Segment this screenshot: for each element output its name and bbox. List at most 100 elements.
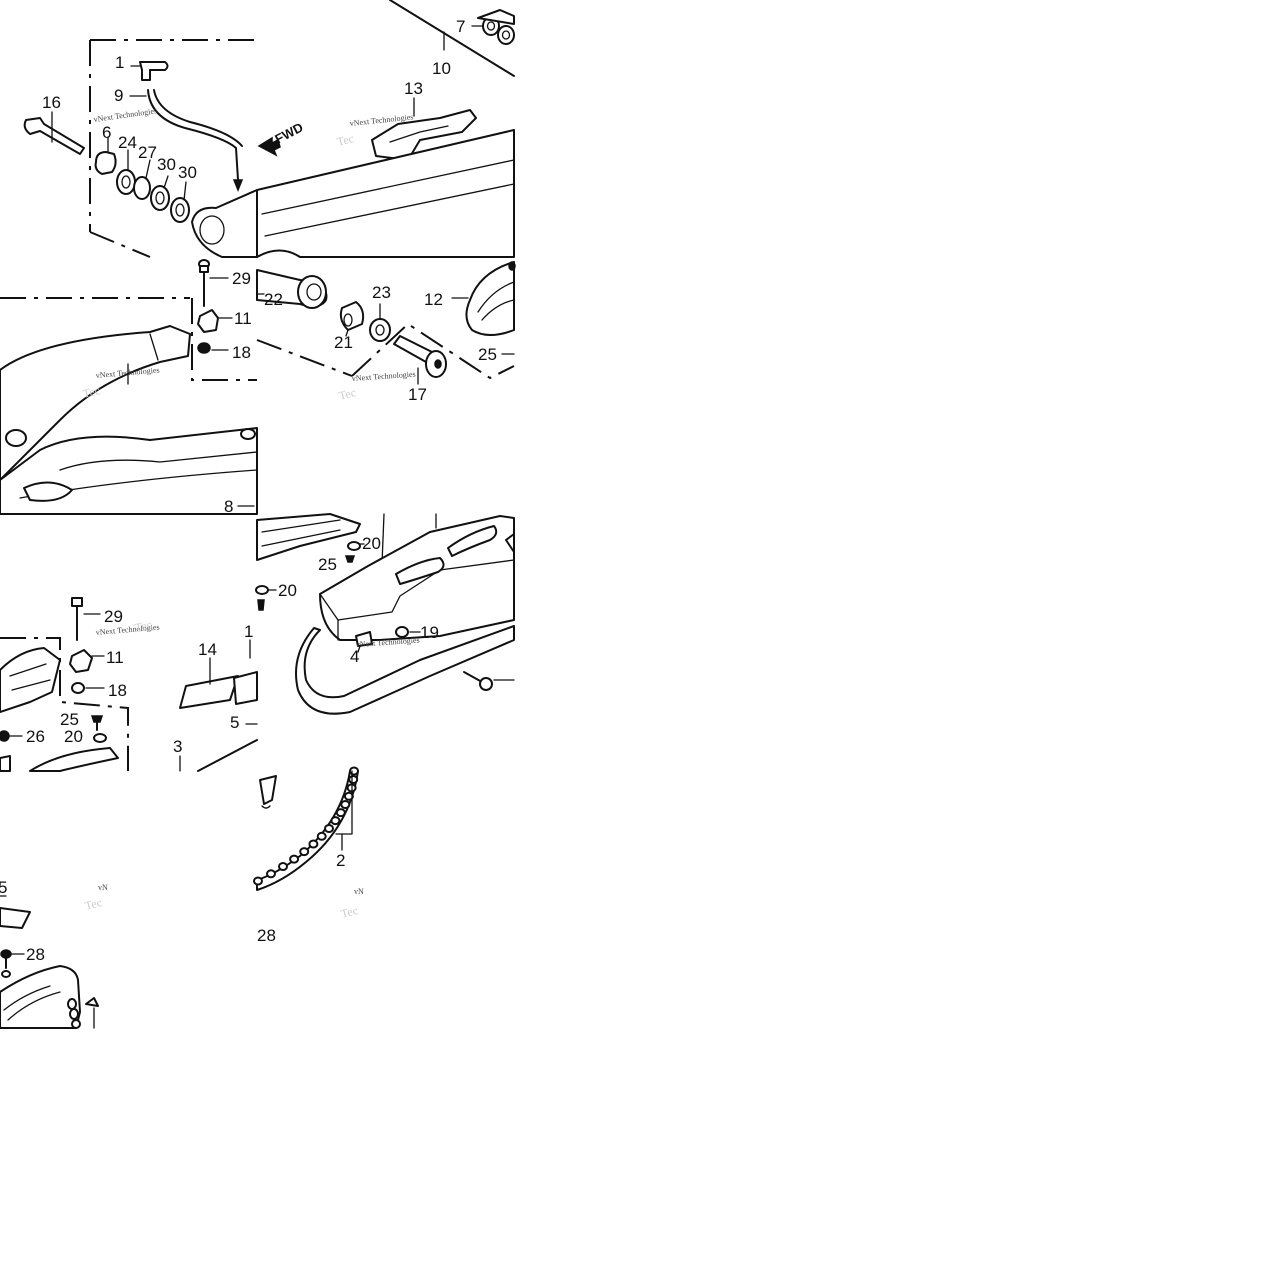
- screw: [344, 555, 356, 563]
- pivot-sleeve-bore: [306, 283, 322, 301]
- slider-detail: [389, 125, 449, 143]
- case-slot: [7, 991, 61, 1021]
- chain-case-slot: [477, 281, 515, 313]
- callout-25: 25: [478, 345, 497, 364]
- callout-5: 5: [230, 713, 239, 732]
- slider-detail: [261, 519, 341, 533]
- case-tab: [505, 533, 515, 553]
- callout-10: 10: [432, 59, 451, 78]
- callout-21: 21: [334, 333, 353, 352]
- chain-guide-edge: [197, 739, 258, 772]
- chain-link: [330, 816, 341, 826]
- callout-11: 11: [234, 309, 252, 328]
- bracket: [0, 755, 11, 772]
- chain-case-rear: [0, 965, 81, 1029]
- callout-6: 6: [102, 123, 111, 142]
- callout-16: 16: [42, 93, 61, 112]
- collar-bore: [375, 324, 385, 336]
- case-slot: [447, 525, 498, 557]
- bolt-head: [71, 597, 83, 607]
- chain-link: [340, 800, 351, 809]
- collar: [369, 318, 391, 342]
- watermark-partial: vN: [354, 887, 364, 896]
- leader-line: [163, 175, 169, 189]
- chain-link: [278, 862, 288, 871]
- chain-link: [308, 839, 319, 849]
- screw: [508, 261, 516, 271]
- chain-guard-edge: [29, 747, 119, 772]
- bearing-bore: [175, 203, 185, 217]
- callout-30: 30: [178, 163, 197, 182]
- chain-links: [67, 998, 81, 1029]
- callout-2: 2: [336, 851, 345, 870]
- fwd-label: FWD: [272, 120, 305, 147]
- chain-link: [348, 775, 359, 784]
- nut-hole: [501, 30, 511, 40]
- callout-8: 8: [224, 497, 233, 516]
- chain-case-slot: [481, 299, 515, 321]
- callout-9: 9: [114, 86, 123, 105]
- tile-swingarm-left: vNext Technologies Tec 29 11 18 8: [0, 259, 258, 516]
- adjuster-clamp: [69, 649, 93, 673]
- pivot-sleeve-end: [297, 275, 327, 309]
- bracket: [259, 775, 277, 805]
- watermark-ghost: Tec: [133, 617, 153, 635]
- swingarm-end: [0, 647, 61, 713]
- watermark: vNext Technologies: [352, 370, 416, 383]
- case-edge: [337, 559, 515, 621]
- boundary-line: [381, 513, 385, 565]
- washer: [255, 585, 269, 595]
- callout-1: 1: [115, 53, 124, 72]
- bolt-head: [479, 677, 493, 691]
- callout-25: 25: [318, 555, 337, 574]
- group-boundary-line: [191, 298, 257, 381]
- group-boundary-line: [89, 231, 151, 258]
- callout-23: 23: [372, 283, 391, 302]
- chain-link: [324, 824, 334, 833]
- group-boundary-line: [351, 322, 515, 380]
- watermark-ghost: Tec: [335, 131, 355, 149]
- seal: [133, 176, 151, 200]
- mounting-boss: [23, 481, 73, 502]
- chain-link: [289, 854, 300, 864]
- tile-drive-chain: vN Tec 2 28: [253, 766, 364, 945]
- callout-19: 19: [420, 623, 439, 642]
- callout-1: 1: [244, 622, 253, 641]
- callout-22: 22: [264, 290, 283, 309]
- callout-26: 26: [26, 727, 45, 746]
- callout-28: 28: [26, 945, 45, 964]
- callout-3: 3: [173, 737, 182, 756]
- chain-link: [266, 869, 276, 879]
- callout-18: 18: [232, 343, 251, 362]
- bearing: [150, 185, 170, 211]
- fwd-arrow-icon: [257, 136, 281, 157]
- drive-chain-loop: [295, 625, 515, 715]
- chain-link: [316, 831, 327, 841]
- tile-adjuster-lower-left: vNext Technologies Tec 29 11 18 25 20 26…: [0, 597, 258, 772]
- callout-25: 25: [60, 710, 79, 729]
- grease-fitting: [139, 61, 169, 81]
- callout-12: 12: [424, 290, 443, 309]
- callout-5: 5: [0, 878, 7, 897]
- tile-chain-case-lower-left: vN Tec 5 28: [0, 878, 108, 1029]
- chain-link: [335, 808, 346, 818]
- callout-24: 24: [118, 133, 137, 152]
- callout-11: 11: [106, 648, 124, 667]
- swingarm-detail: [11, 679, 51, 691]
- bracket-detail: [261, 805, 271, 809]
- leader-line: [183, 181, 187, 201]
- callout-4: 4: [350, 647, 359, 666]
- tile-chain-case: vNext Technologies 20 25 20 19 4: [255, 513, 515, 715]
- callout-18: 18: [108, 681, 127, 700]
- callout-17: 17: [408, 385, 427, 404]
- chain-link: [253, 876, 263, 886]
- chain-link: [71, 1019, 81, 1029]
- washer: [71, 682, 85, 694]
- swingarm-edge: [264, 183, 515, 237]
- washer: [93, 733, 107, 743]
- screw: [90, 715, 104, 723]
- watermark-partial: vN: [98, 883, 108, 892]
- leader-line: [345, 329, 349, 337]
- callout-14: 14: [198, 640, 217, 659]
